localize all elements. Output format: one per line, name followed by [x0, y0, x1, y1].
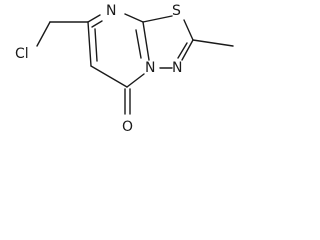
bond-cl-ch2 — [36, 21, 51, 47]
bond-c5-c6 — [90, 65, 128, 88]
bond-c6-c7-inner — [94, 28, 98, 62]
bond-s-c2 — [183, 19, 194, 41]
carbonyl-oxygen: O — [122, 119, 133, 135]
bond-c7-n8 — [87, 14, 101, 23]
sulfur-atom: S — [172, 3, 181, 19]
bond-c2-n3 — [181, 39, 194, 61]
bond-c8a-n4-inner — [135, 29, 142, 59]
bond-c8a-s — [142, 15, 173, 23]
ring-nitrogen-top: N — [106, 3, 116, 19]
ring-nitrogen-right: N — [172, 60, 182, 76]
bond-c6-c7 — [87, 21, 92, 67]
bond-c8a-n4 — [142, 21, 150, 61]
chlorine-atom: Cl — [15, 46, 29, 62]
bond-c2-ch3 — [192, 39, 234, 47]
atom-labels: Cl N S N N O — [15, 3, 182, 135]
bond-c7-n8-inner — [91, 20, 103, 28]
bonds — [36, 13, 234, 115]
bond-n8-c8a — [124, 13, 144, 23]
bond-c2-n3-inner — [177, 42, 188, 59]
ring-nitrogen-bridge: N — [145, 60, 155, 76]
chemical-structure: Cl N S N N O — [15, 3, 234, 135]
bond-n4-c5 — [126, 73, 145, 88]
